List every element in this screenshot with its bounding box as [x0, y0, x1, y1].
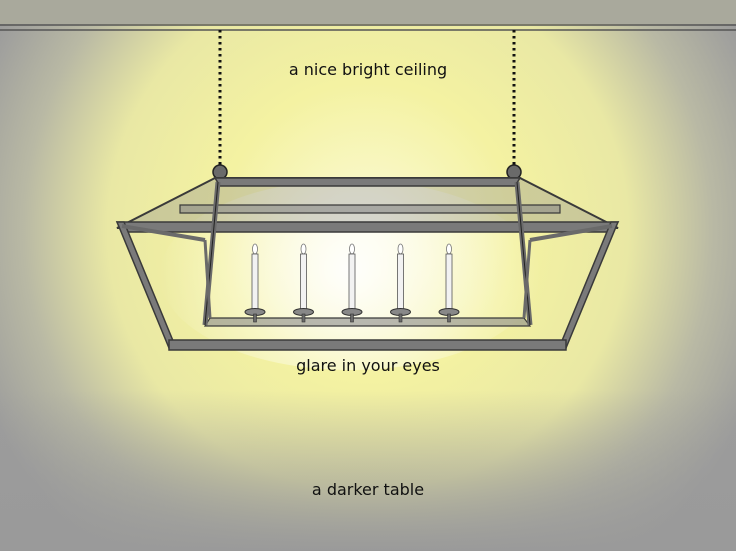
frame-right-brace: [529, 224, 613, 242]
ceiling-label: a nice bright ceiling: [288, 60, 448, 79]
ceiling-band: [0, 0, 736, 24]
frame-left-brace: [121, 224, 206, 242]
candle-stem: [398, 313, 403, 323]
frame-right-diagonal-edge: [516, 181, 531, 326]
chain-ball-left: [212, 164, 228, 180]
candle: [438, 243, 460, 323]
frame-left-diagonal-edge: [204, 181, 219, 326]
frame-front-rail: [115, 221, 620, 233]
candle: [244, 243, 266, 323]
candle: [293, 243, 314, 323]
candle-flame: [397, 243, 404, 255]
table-label: a darker table: [311, 480, 425, 499]
frame-top-bar: [213, 177, 522, 187]
frame-inner-rail: [179, 204, 561, 214]
chandelier-frame: [115, 177, 620, 351]
candle-flame: [349, 243, 355, 255]
candles-group: [244, 243, 460, 323]
candle-body: [300, 253, 307, 311]
candle-stem: [447, 313, 451, 323]
candle-flame: [446, 243, 452, 255]
candle-stem: [350, 313, 354, 323]
frame-left-inner-post: [203, 239, 212, 319]
candle: [341, 243, 363, 323]
candle-body: [348, 253, 356, 311]
frame-right-inner-post: [522, 239, 532, 319]
table-shade: [0, 390, 736, 551]
candle: [390, 243, 411, 323]
candle-body: [445, 253, 453, 311]
glare-label: glare in your eyes: [296, 356, 440, 375]
frame-bottom-rail: [168, 339, 567, 351]
candle-body: [397, 253, 404, 311]
candle-stem: [253, 313, 257, 323]
candle-stem: [301, 313, 306, 323]
candle-flame: [300, 243, 307, 255]
chain-ball-right: [506, 164, 522, 180]
candle-flame: [252, 243, 258, 255]
candle-body: [251, 253, 259, 311]
